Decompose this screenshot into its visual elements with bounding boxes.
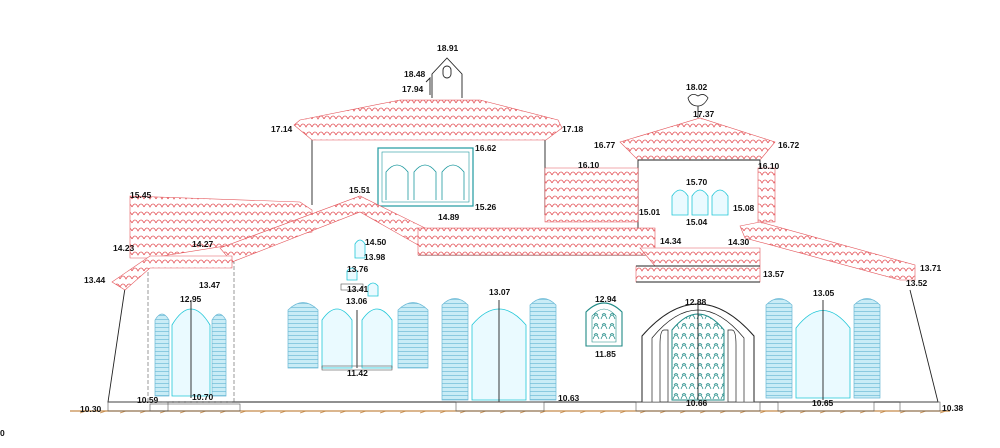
- loggia: [377, 147, 474, 207]
- elev-col-base: 11.42: [347, 368, 368, 378]
- tower-windows: [671, 189, 729, 216]
- elev-medallion-top: 12.94: [595, 294, 617, 304]
- elev-niche-top: 14.50: [365, 237, 387, 247]
- right-tower-roof: [619, 94, 776, 161]
- left-eave-roof: [111, 255, 233, 291]
- elev-ornament-top: 18.02: [686, 82, 708, 92]
- elev-left-eave-r: 17.18: [562, 124, 584, 134]
- elev-bell-base: 17.94: [402, 84, 424, 94]
- steps: [107, 401, 941, 412]
- right-side-roof: [757, 167, 776, 223]
- elev-far-right-eave: 13.71: [920, 263, 942, 273]
- elev-right-eave-l: 16.77: [594, 140, 616, 150]
- elevation-labels: 18.91 18.48 17.94 17.14 17.18 18.02 17.3…: [0, 43, 964, 438]
- elev-tower-right: 15.08: [733, 203, 755, 213]
- elev-small-win-bot: 13.41: [347, 284, 369, 294]
- elev-left-wall: 14.23: [113, 243, 135, 253]
- elev-right-eave-r: 16.72: [778, 140, 800, 150]
- elev-wing-ridge: 15.45: [130, 190, 152, 200]
- elev-gable-peak: 15.51: [349, 185, 371, 195]
- elev-niche-bot: 13.98: [364, 252, 386, 262]
- elev-floor-main: 10.66: [686, 398, 708, 408]
- corner-digit: 0: [0, 428, 5, 438]
- elev-small-win-top: 13.76: [347, 264, 369, 274]
- elev-roof-slope: 14.89: [438, 212, 460, 222]
- elev-right-wall: 16.10: [758, 161, 780, 171]
- window-group-left: [287, 302, 429, 371]
- elev-left-door-top: 13.47: [199, 280, 221, 290]
- left-wing-roof: [129, 195, 313, 259]
- elev-loggia-bottom: 15.26: [475, 202, 497, 212]
- right-eave-roof: [739, 221, 916, 281]
- upper-roof: [293, 99, 563, 141]
- elev-far-right-sub: 13.52: [906, 278, 928, 288]
- bell-tower: [425, 57, 463, 98]
- porch-roof: [635, 247, 761, 283]
- elev-door2-top: 13.07: [489, 287, 511, 297]
- elev-bell-top: 18.91: [437, 43, 459, 53]
- elev-loggia-top: 16.62: [475, 143, 497, 153]
- middle-roof: [544, 167, 639, 223]
- elev-porch-r: 14.30: [728, 237, 750, 247]
- elev-ornament-base: 17.37: [693, 109, 715, 119]
- elev-tower-win-bot: 15.04: [686, 217, 708, 227]
- elev-tower-win-top: 15.70: [686, 177, 708, 187]
- elev-bell-mid: 18.48: [404, 69, 426, 79]
- elev-far-left-eave: 13.44: [84, 275, 106, 285]
- elev-main-door: 12.88: [685, 297, 707, 307]
- elev-floor-left2: 10.70: [192, 392, 214, 402]
- elev-right-door: 13.05: [813, 288, 835, 298]
- elev-floor-right: 10.65: [812, 398, 834, 408]
- door-left: [154, 300, 227, 398]
- elev-floor-left-corner: 10.30: [80, 404, 102, 414]
- door-center: [441, 298, 557, 402]
- elev-porch-l: 14.34: [660, 236, 682, 246]
- wall-niche: [340, 239, 379, 297]
- elev-left-door-arch: 12.95: [180, 294, 202, 304]
- elev-medallion-bot: 11.85: [595, 349, 616, 359]
- rooster-ornament: [687, 94, 709, 118]
- elev-floor-center: 10.63: [558, 393, 580, 403]
- elev-left-eave: 14.27: [192, 239, 214, 249]
- elev-floor-left: 10.59: [137, 395, 159, 405]
- elev-porch-bot: 13.57: [763, 269, 785, 279]
- elev-floor-right-corner: 10.38: [942, 403, 964, 413]
- window-group-right: [765, 298, 881, 400]
- lower-roof: [417, 227, 656, 256]
- elev-left-eave-l: 17.14: [271, 124, 293, 134]
- elev-central-arch: 13.06: [346, 296, 368, 306]
- elev-mid-roof: 16.10: [578, 160, 600, 170]
- main-entrance: [641, 300, 755, 403]
- medallion-window: [585, 302, 623, 347]
- elev-tower-left: 15.01: [639, 207, 661, 217]
